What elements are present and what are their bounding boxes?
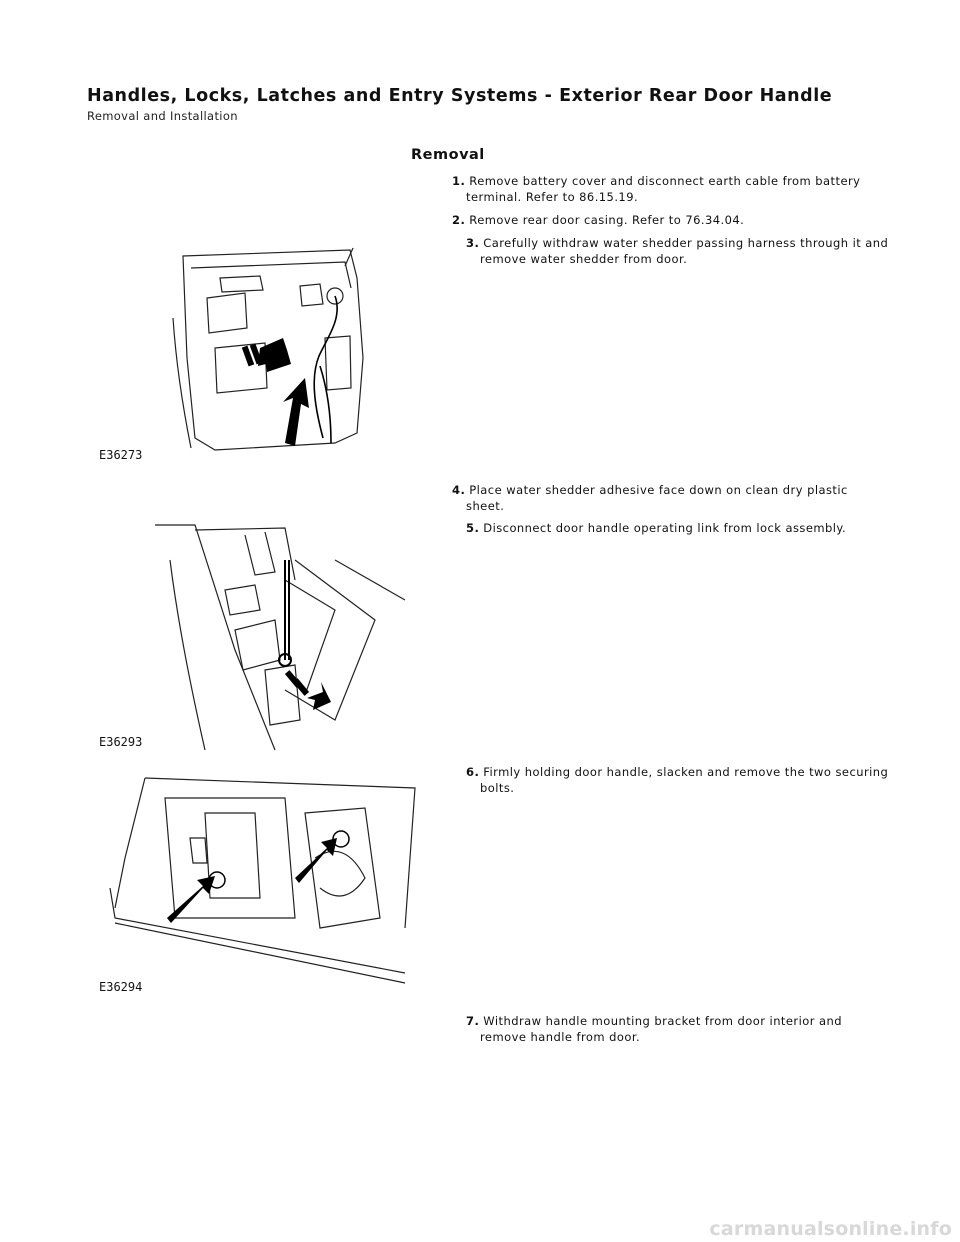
step-6: 6.Firmly holding door handle, slacken an… [466, 764, 890, 796]
step-number: 5. [466, 521, 480, 535]
step-text: Remove rear door casing. Refer to 76.34.… [469, 213, 745, 227]
step-text: Withdraw handle mounting bracket from do… [480, 1014, 842, 1044]
step-5: 5.Disconnect door handle operating link … [466, 520, 890, 536]
figure-e36294 [105, 768, 425, 993]
step-number: 1. [452, 174, 466, 188]
figure-label: E36294 [99, 980, 143, 994]
page-subtitle: Removal and Installation [87, 109, 238, 123]
step-number: 7. [466, 1014, 480, 1028]
step-2: 2.Remove rear door casing. Refer to 76.3… [452, 212, 876, 228]
lock-assembly-illustration [155, 524, 406, 751]
step-4: 4.Place water shedder adhesive face down… [452, 482, 876, 514]
step-text: Remove battery cover and disconnect eart… [466, 174, 861, 204]
section-heading-removal: Removal [411, 147, 485, 163]
figure-e36273 [95, 238, 385, 468]
step-text: Carefully withdraw water shedder passing… [480, 236, 889, 266]
watermark: carmanualsonline.info [560, 1218, 960, 1242]
step-1: 1.Remove battery cover and disconnect ea… [452, 173, 876, 205]
figure-label: E36293 [99, 735, 143, 749]
step-text: Disconnect door handle operating link fr… [483, 521, 847, 535]
step-7: 7.Withdraw handle mounting bracket from … [466, 1013, 890, 1045]
step-number: 6. [466, 765, 480, 779]
handle-bolts-illustration [109, 777, 416, 984]
page-title: Handles, Locks, Latches and Entry System… [87, 86, 833, 106]
figure-e36293 [135, 520, 415, 755]
step-number: 4. [452, 483, 466, 497]
figure-label: E36273 [99, 448, 143, 462]
step-text: Place water shedder adhesive face down o… [466, 483, 848, 513]
step-text: Firmly holding door handle, slacken and … [480, 765, 889, 795]
step-number: 3. [466, 236, 480, 250]
step-3: 3.Carefully withdraw water shedder passi… [466, 235, 890, 267]
watermark-text: carmanualsonline.info [709, 1218, 952, 1240]
step-number: 2. [452, 213, 466, 227]
door-interior-illustration [172, 247, 364, 451]
